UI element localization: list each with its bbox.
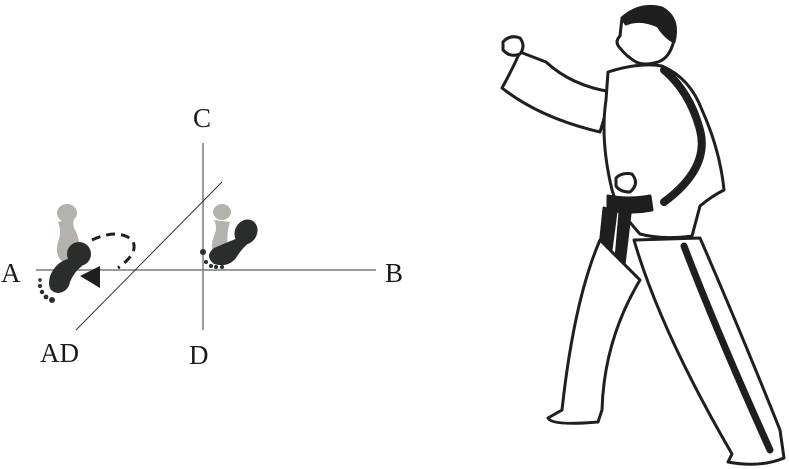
label-b: B [385,258,403,288]
fist-icon [501,35,525,57]
belt [606,194,654,214]
footprint-dark-right-icon [200,219,258,269]
jacket-stripe [660,66,706,206]
pant-stripe [680,242,774,454]
arrow-head-icon [80,266,100,288]
label-d: D [189,340,209,370]
front-leg [632,236,786,466]
extended-arm [500,50,614,134]
movement-arrow-icon [91,232,136,270]
label-a: A [1,258,21,288]
label-ad: AD [40,338,79,368]
hair [620,4,677,44]
chambered-fist-icon [614,172,637,194]
martial-artist-illustration [500,4,786,466]
label-c: C [193,103,211,133]
axis-ad-diagonal [75,181,223,331]
back-leg [546,238,642,425]
footprint-dark-left-icon [38,242,91,303]
